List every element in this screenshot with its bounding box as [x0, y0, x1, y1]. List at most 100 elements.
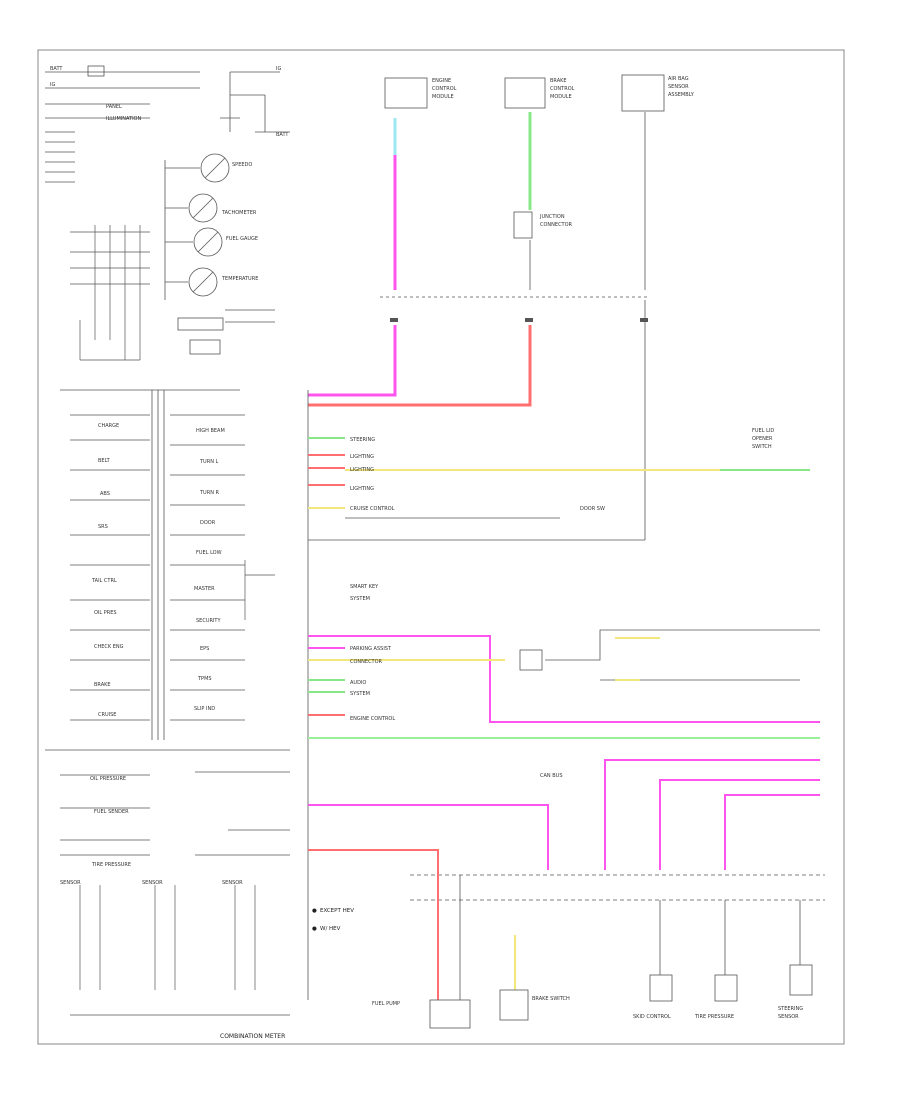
- svg-text:OPENER: OPENER: [752, 436, 773, 442]
- svg-text:FUEL SENDER: FUEL SENDER: [94, 809, 129, 815]
- svg-text:HIGH BEAM: HIGH BEAM: [196, 428, 225, 434]
- svg-text:TEMPERATURE: TEMPERATURE: [221, 276, 258, 282]
- svg-text:CRUISE CONTROL: CRUISE CONTROL: [350, 506, 395, 512]
- svg-text:ABS: ABS: [100, 491, 110, 497]
- svg-text:ILLUMINATION: ILLUMINATION: [106, 116, 141, 122]
- svg-text:LIGHTING: LIGHTING: [350, 486, 374, 492]
- svg-text:ENGINE: ENGINE: [432, 78, 451, 84]
- svg-text:FUEL LID: FUEL LID: [752, 428, 774, 434]
- legend-text-1: EXCEPT HEV: [320, 908, 354, 914]
- svg-text:LIGHTING: LIGHTING: [350, 454, 374, 460]
- lower-bus: [308, 635, 820, 739]
- svg-text:TPMS: TPMS: [197, 676, 212, 682]
- relay-box: [519, 649, 543, 671]
- module-box-4: [513, 211, 533, 239]
- lower-left-circuits: [45, 749, 290, 1016]
- svg-text:JUNCTION: JUNCTION: [539, 214, 565, 220]
- svg-text:LIGHTING: LIGHTING: [350, 467, 374, 473]
- right-pink-wires: [308, 759, 820, 870]
- left-lamp-column: [70, 414, 150, 721]
- svg-text:IG: IG: [50, 82, 55, 88]
- svg-text:CONNECTOR: CONNECTOR: [540, 222, 573, 228]
- svg-text:CRUISE: CRUISE: [98, 712, 116, 718]
- legend-item-1: ●: [312, 908, 317, 914]
- svg-text:PARKING ASSIST: PARKING ASSIST: [350, 646, 392, 652]
- svg-text:CONTROL: CONTROL: [432, 86, 457, 92]
- svg-text:TIRE PRESSURE: TIRE PRESSURE: [694, 1014, 734, 1020]
- lower-bus-labels: SMART KEY SYSTEM PARKING ASSIST CONNECTO…: [350, 584, 563, 779]
- diagram-border: [37, 49, 845, 1045]
- svg-text:MASTER: MASTER: [194, 586, 215, 592]
- legend-text-2: W/ HEV: [320, 926, 341, 932]
- svg-text:FUEL LOW: FUEL LOW: [196, 550, 222, 556]
- pink-drop-bottom: [308, 849, 439, 1000]
- svg-text:BATT: BATT: [50, 66, 63, 72]
- svg-text:CAN BUS: CAN BUS: [540, 773, 563, 779]
- gauge-labels: SPEEDO TACHOMETER FUEL GAUGE TEMPERATURE: [221, 162, 258, 282]
- svg-text:BATT: BATT: [276, 132, 289, 138]
- svg-text:SENSOR: SENSOR: [142, 880, 163, 886]
- tachometer-gauge: [188, 193, 218, 223]
- svg-text:STEERING: STEERING: [778, 1006, 803, 1012]
- svg-text:ASSEMBLY: ASSEMBLY: [668, 92, 695, 98]
- left-lamp-labels: CHARGE BELT ABS SRS TAIL CTRL OIL PRES C…: [91, 423, 124, 718]
- bottom-components: [429, 964, 813, 1029]
- right-lamp-labels: HIGH BEAM TURN L TURN R DOOR FUEL LOW MA…: [194, 428, 225, 712]
- svg-text:SYSTEM: SYSTEM: [350, 691, 370, 697]
- top-modules: [384, 74, 665, 239]
- svg-text:SENSOR: SENSOR: [778, 1014, 799, 1020]
- temperature-gauge: [188, 267, 218, 297]
- top-module-labels: ENGINE CONTROL MODULE BRAKE CONTROL MODU…: [432, 76, 695, 228]
- power-labels: BATT IG PANEL ILLUMINATION IG BATT: [50, 66, 289, 138]
- lower-left-labels: OIL PRESSURE FUEL SENDER TIRE PRESSURE S…: [60, 776, 243, 886]
- cpu-module: [70, 225, 150, 361]
- module-box-3: [621, 74, 665, 112]
- connector-stubs: [390, 318, 648, 322]
- power-input-block: [45, 65, 290, 183]
- svg-text:MODULE: MODULE: [550, 94, 572, 100]
- svg-text:SYSTEM: SYSTEM: [350, 596, 370, 602]
- svg-text:SENSOR: SENSOR: [222, 880, 243, 886]
- bus-labels: STEERING LIGHTING LIGHTING LIGHTING CRUI…: [350, 428, 774, 512]
- bottom-component-labels: FUEL PUMP BRAKE SWITCH SKID CONTROL TIRE…: [372, 996, 803, 1020]
- svg-text:SRS: SRS: [98, 524, 108, 530]
- svg-text:SENSOR: SENSOR: [60, 880, 81, 886]
- svg-text:IG: IG: [276, 66, 281, 72]
- svg-text:TACHOMETER: TACHOMETER: [221, 210, 257, 216]
- svg-text:OIL PRESSURE: OIL PRESSURE: [90, 776, 126, 782]
- svg-text:DOOR SW: DOOR SW: [580, 506, 605, 512]
- module-box-2: [504, 77, 546, 109]
- svg-text:TURN L: TURN L: [199, 459, 219, 465]
- svg-text:SLIP IND: SLIP IND: [194, 706, 215, 712]
- svg-text:SECURITY: SECURITY: [196, 618, 221, 624]
- indicator-lamp-bus: [60, 389, 240, 740]
- svg-text:DOOR: DOOR: [200, 520, 216, 526]
- svg-text:CONNECTOR: CONNECTOR: [350, 659, 383, 665]
- module-box-1: [384, 77, 428, 109]
- red-wire-main: [308, 325, 532, 407]
- svg-text:SENSOR: SENSOR: [668, 84, 689, 90]
- svg-text:BRAKE: BRAKE: [94, 682, 111, 688]
- svg-text:TIRE PRESSURE: TIRE PRESSURE: [91, 862, 131, 868]
- svg-text:BELT: BELT: [98, 458, 111, 464]
- svg-text:SKID CONTROL: SKID CONTROL: [633, 1014, 671, 1020]
- svg-text:AIR BAG: AIR BAG: [668, 76, 689, 82]
- svg-text:STEERING: STEERING: [350, 437, 375, 443]
- svg-text:CHARGE: CHARGE: [98, 423, 119, 429]
- svg-text:BRAKE: BRAKE: [550, 78, 567, 84]
- bus-wires: [308, 437, 720, 509]
- svg-text:OIL PRES: OIL PRES: [94, 610, 117, 616]
- svg-text:ENGINE CONTROL: ENGINE CONTROL: [350, 716, 395, 722]
- svg-text:PANEL: PANEL: [106, 104, 122, 110]
- legend-item-2: ●: [312, 926, 317, 932]
- svg-text:BRAKE SWITCH: BRAKE SWITCH: [532, 996, 570, 1002]
- gauge-group: [164, 153, 275, 355]
- svg-text:SPEEDO: SPEEDO: [232, 162, 252, 168]
- svg-text:FUEL PUMP: FUEL PUMP: [372, 1001, 400, 1007]
- svg-text:EPS: EPS: [200, 646, 209, 652]
- svg-text:CHECK ENG: CHECK ENG: [94, 644, 124, 650]
- svg-text:CONTROL: CONTROL: [550, 86, 575, 92]
- svg-text:SMART KEY: SMART KEY: [350, 584, 379, 590]
- svg-text:AUDIO: AUDIO: [350, 680, 366, 686]
- svg-text:TURN R: TURN R: [199, 490, 220, 496]
